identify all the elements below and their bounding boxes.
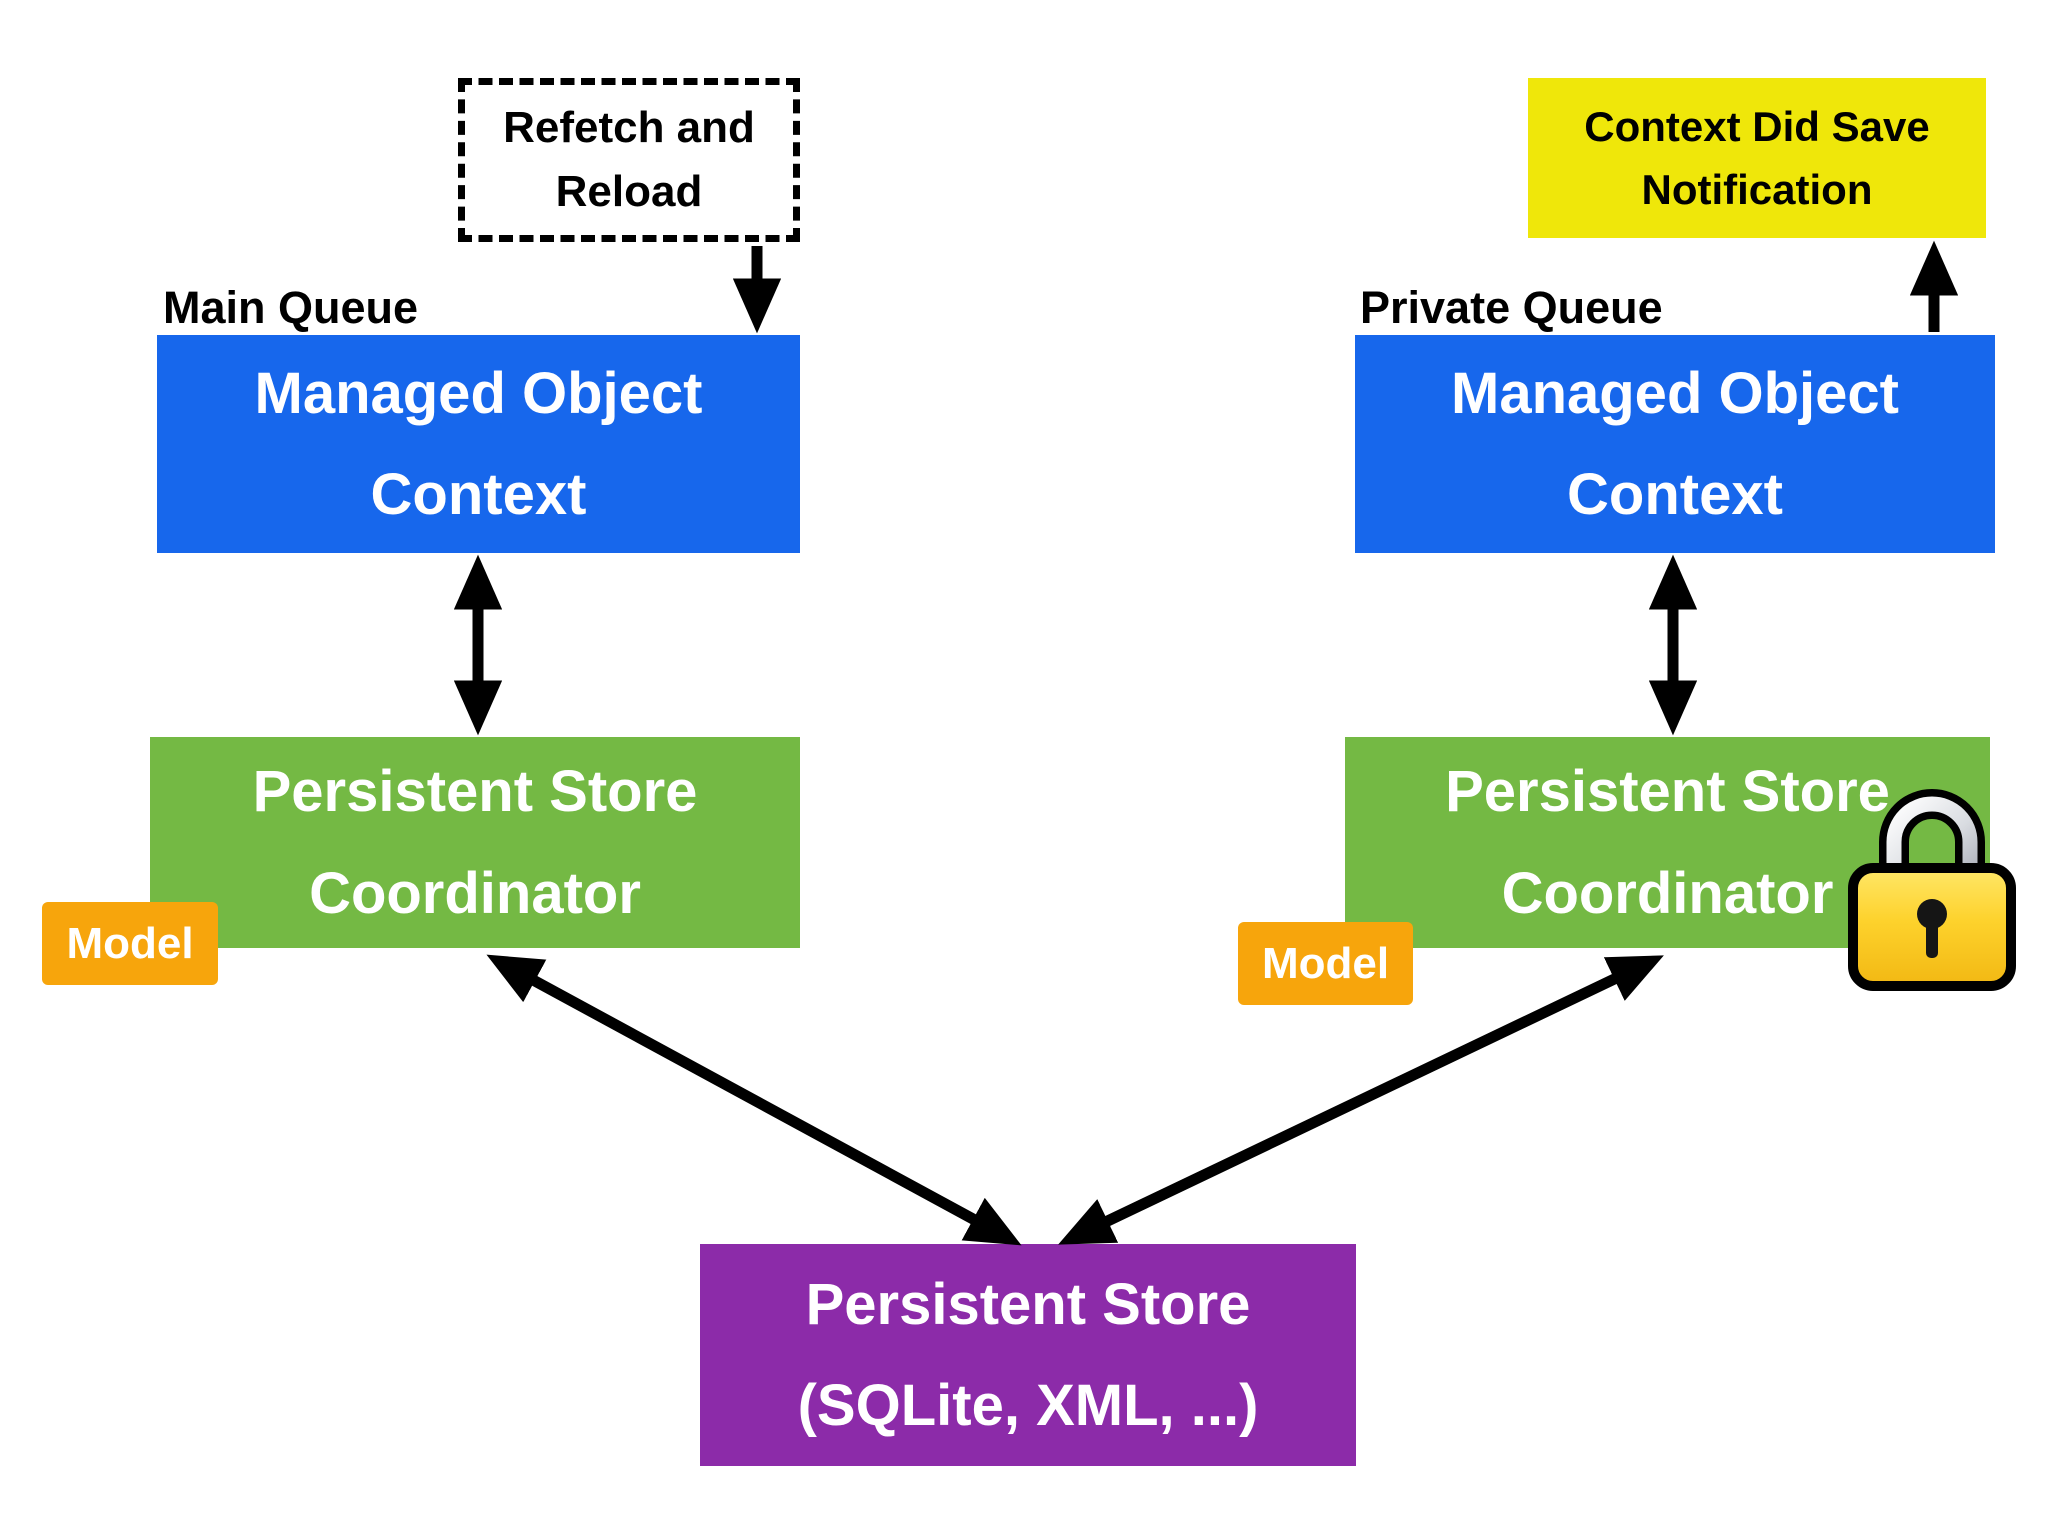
persistent-store-coordinator-main: Persistent Store Coordinator xyxy=(150,737,800,948)
private-queue-label: Private Queue xyxy=(1360,282,1663,333)
lock-icon xyxy=(1848,789,2016,991)
model-badge-private: Model xyxy=(1238,922,1413,1005)
refetch-reload-label: Refetch and Reload xyxy=(503,103,755,216)
managed-object-context-private-label: Managed Object Context xyxy=(1451,360,1899,528)
persistent-store-coordinator-main-label: Persistent Store Coordinator xyxy=(252,759,698,926)
coordinator-store-arrow-left xyxy=(486,954,1022,1246)
model-badge-main-label: Model xyxy=(66,918,194,968)
managed-object-context-private: Managed Object Context xyxy=(1355,335,1995,553)
persistent-store-box: Persistent Store (SQLite, XML, ...) xyxy=(700,1244,1356,1466)
model-badge-main: Model xyxy=(42,902,218,985)
model-badge-private-label: Model xyxy=(1261,938,1390,988)
persistent-store-subtitle: (SQLite, XML, ...) xyxy=(797,1373,1259,1438)
context-did-save-note: Context Did Save Notification xyxy=(1528,78,1986,238)
persistent-store-coordinator-private-label: Persistent Store Coordinator xyxy=(1445,759,1890,926)
main-queue-label: Main Queue xyxy=(163,282,419,333)
context-did-save-label: Context Did Save Notification xyxy=(1584,103,1930,213)
managed-object-context-main-label: Managed Object Context xyxy=(254,360,703,528)
managed-object-context-main: Managed Object Context xyxy=(157,335,800,553)
refetch-reload-note: Refetch and Reload xyxy=(458,78,800,242)
persistent-store-title: Persistent Store xyxy=(805,1271,1251,1337)
